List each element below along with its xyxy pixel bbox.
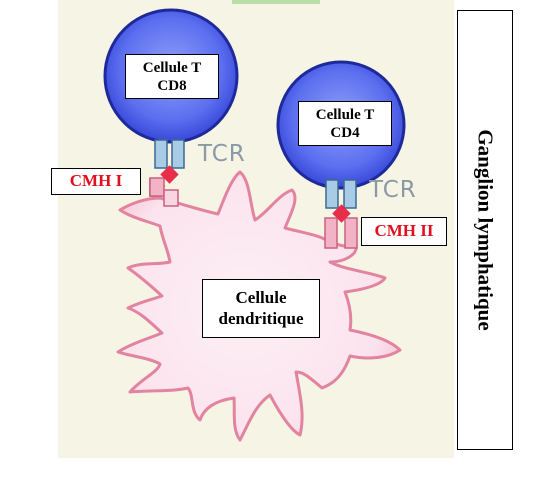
mhc1-label: CMH I <box>69 171 123 191</box>
tcr-label-left: TCR <box>198 141 246 167</box>
antigen-right <box>332 204 351 223</box>
tcr-left-receptor <box>154 139 185 169</box>
mhc1-label-box: CMH I <box>51 168 141 195</box>
ganglion-label-box: Ganglion lymphatique <box>457 10 513 450</box>
antigen-left <box>160 165 179 184</box>
cd4-label-line1: Cellule T <box>315 106 375 123</box>
dendritic-label-box: Cellule dendritique <box>202 279 320 338</box>
tcr-label-right: TCR <box>369 177 417 203</box>
tcr-right-receptor <box>325 179 357 209</box>
ganglion-label: Ganglion lymphatique <box>473 129 498 331</box>
mhc1-molecule <box>149 177 179 207</box>
top-clipped-mark <box>232 0 320 4</box>
cd8-label-line2: CD8 <box>157 77 187 94</box>
cd8-label-line1: Cellule T <box>142 59 202 76</box>
cd4-label-line2: CD4 <box>330 124 360 141</box>
mhc2-molecule <box>324 217 358 249</box>
dendritic-label-line1: Cellule <box>235 288 287 308</box>
mhc2-label-box: CMH II <box>361 217 447 246</box>
dendritic-label-line2: dendritique <box>218 308 304 328</box>
cd8-label-box: Cellule T CD8 <box>125 54 219 99</box>
cd4-label-box: Cellule T CD4 <box>298 101 392 146</box>
mhc2-label: CMH II <box>374 221 434 241</box>
